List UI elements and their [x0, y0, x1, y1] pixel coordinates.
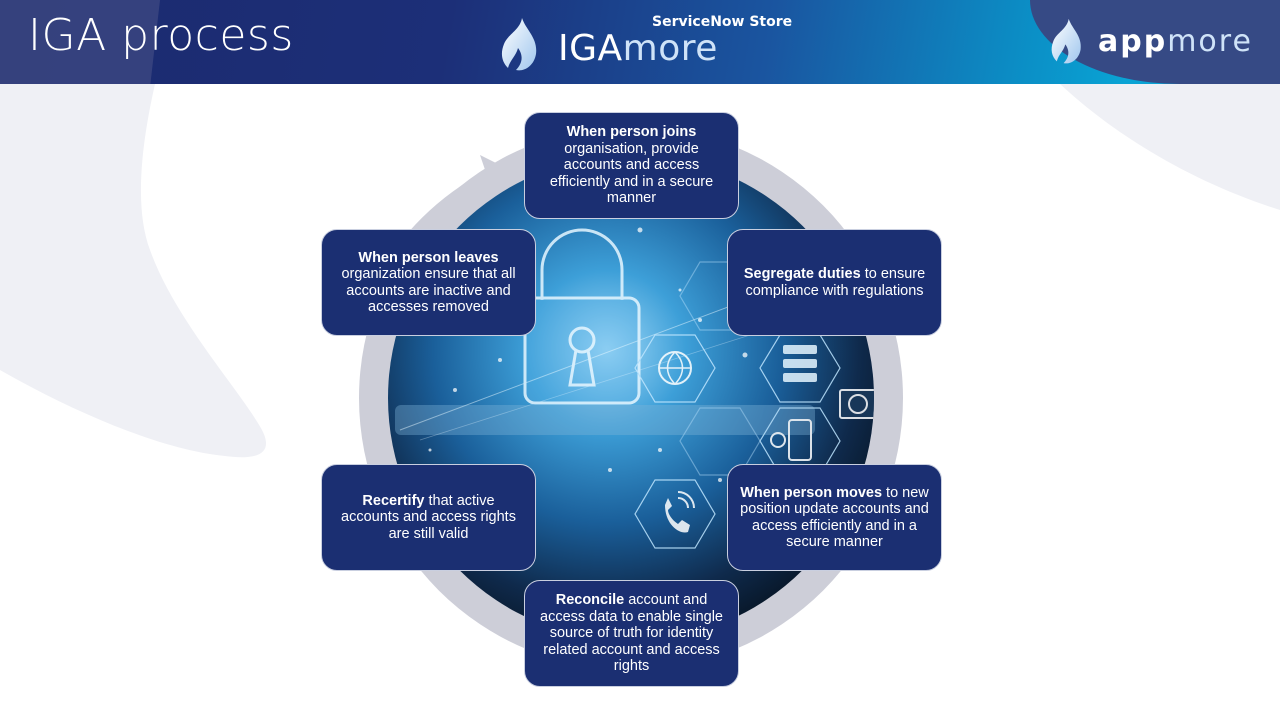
appmore-logo: appmore: [1050, 14, 1280, 70]
servicenow-store-label: ServiceNow Store: [652, 14, 793, 30]
step-recertify: Recertify that active accounts and acces…: [321, 464, 536, 571]
step-moves-title: When person moves: [740, 484, 883, 501]
page-title: IGA process: [28, 10, 294, 61]
phone-call-icon: [634, 479, 716, 549]
flame-icon: [1051, 18, 1081, 64]
step-segregate: Segregate duties to ensure compliance wi…: [727, 229, 942, 336]
header-left-shade: [0, 0, 160, 84]
flame-icon: [501, 18, 537, 71]
padlock-icon: [523, 228, 641, 405]
camera-icon: [839, 389, 874, 419]
header-banner: IGA process ServiceNow Store IGAmore a: [0, 0, 1280, 84]
igamore-wordmark: IGAmore: [558, 28, 718, 69]
step-joins-title: When person joins: [566, 124, 697, 141]
igamore-logo: ServiceNow Store IGAmore: [500, 12, 800, 72]
globe-icon: [634, 334, 716, 403]
cycle-arrow-icon: [480, 155, 520, 208]
step-reconcile-text: account and access data to enable single…: [540, 592, 723, 675]
step-reconcile-title: Reconcile: [555, 592, 625, 609]
step-segregate-title: Segregate duties: [743, 266, 861, 282]
step-reconcile: Reconcile account and access data to ena…: [524, 580, 739, 687]
step-recertify-title: Recertify: [362, 492, 425, 509]
step-leaves-text: organization ensure that all accounts ar…: [341, 266, 516, 315]
step-moves: When person moves to new position update…: [727, 464, 942, 571]
step-moves-text: to new position update accounts and acce…: [740, 484, 929, 551]
step-recertify-text: that active accounts and access rights a…: [341, 492, 516, 542]
step-joins-text: organisation, provide accounts and acces…: [549, 140, 714, 207]
appmore-wordmark: appmore: [1098, 24, 1253, 59]
step-segregate-text: to ensure compliance with regulations: [745, 266, 926, 299]
step-leaves-title: When person leaves: [358, 249, 499, 266]
